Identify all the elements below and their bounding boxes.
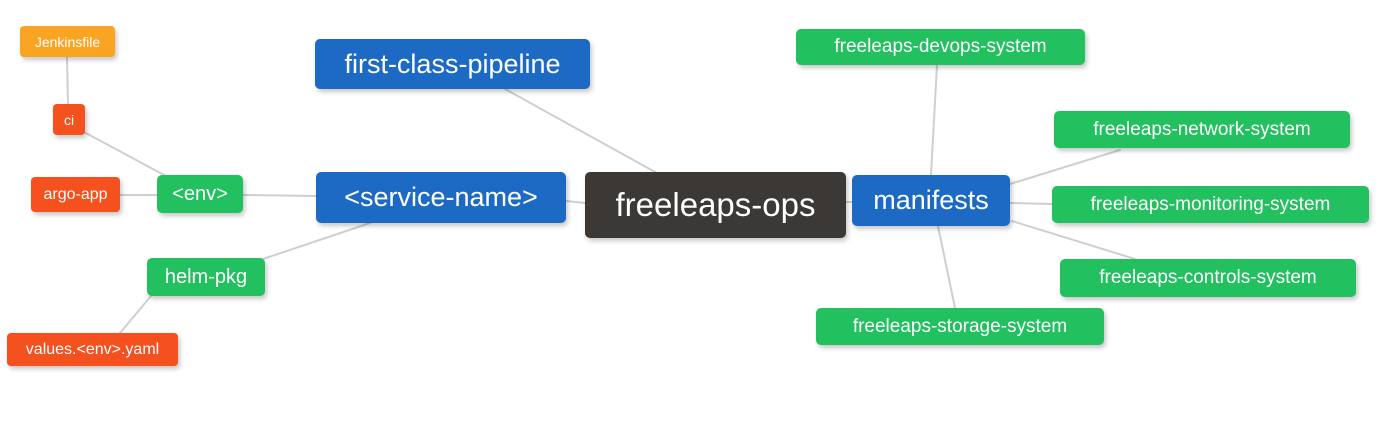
edge-manifests-devops (930, 64, 938, 176)
edge-manifests-network (1009, 149, 1121, 185)
node-helm-pkg[interactable]: helm-pkg (147, 258, 265, 296)
node-monitoring-system[interactable]: freeleaps-monitoring-system (1052, 186, 1369, 223)
node-ci[interactable]: ci (53, 104, 85, 135)
edge-helmpkg-valuesyaml (119, 295, 152, 334)
edge-manifests-controls (1011, 220, 1136, 260)
edge-servicename-ops (565, 200, 586, 204)
edge-pipeline-ops (504, 88, 656, 173)
node-manifests[interactable]: manifests (852, 175, 1010, 226)
edge-manifests-monitoring (1009, 202, 1053, 205)
node-values-env-yaml[interactable]: values.<env>.yaml (7, 333, 178, 366)
edge-servicename-helmpkg (262, 222, 371, 260)
edge-jenkinsfile-ci (66, 56, 69, 105)
node-devops-system[interactable]: freeleaps-devops-system (796, 29, 1085, 65)
node-jenkinsfile[interactable]: Jenkinsfile (20, 26, 115, 57)
node-service-name[interactable]: <service-name> (316, 172, 566, 223)
node-first-class-pipeline[interactable]: first-class-pipeline (315, 39, 590, 89)
node-freeleaps-ops[interactable]: freeleaps-ops (585, 172, 846, 238)
node-network-system[interactable]: freeleaps-network-system (1054, 111, 1350, 148)
node-storage-system[interactable]: freeleaps-storage-system (816, 308, 1104, 345)
edge-manifests-storage (937, 225, 956, 309)
node-env[interactable]: <env> (157, 175, 243, 213)
edge-env-servicename (242, 194, 317, 197)
edge-ci-env (83, 131, 167, 177)
node-controls-system[interactable]: freeleaps-controls-system (1060, 259, 1356, 297)
node-argo-app[interactable]: argo-app (31, 177, 120, 212)
